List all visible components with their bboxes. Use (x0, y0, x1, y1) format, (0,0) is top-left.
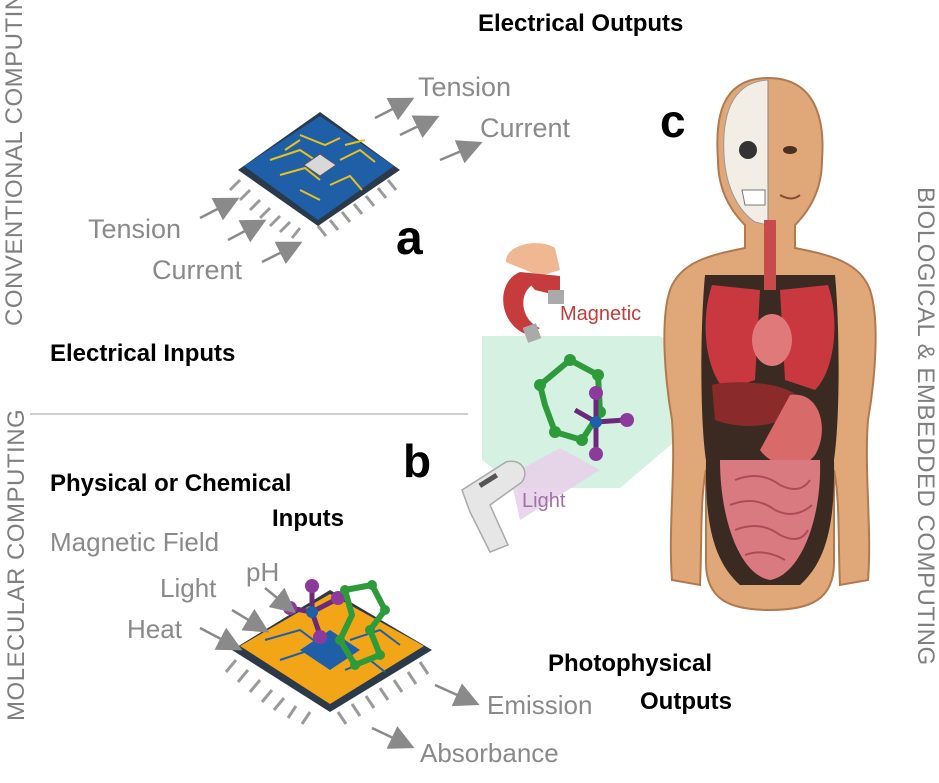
absorbance-output-label: Absorbance (420, 738, 559, 768)
emission-output-label: Emission (487, 690, 593, 720)
physical-chemical-inputs-title-line1: Physical or Chemical (50, 470, 292, 497)
panel-a-arrows (199, 97, 483, 265)
conventional-computing-label: CONVENTIONAL COMPUTING (1, 0, 28, 326)
light-input-label: Light (160, 573, 217, 603)
ph-input-label: pH (246, 557, 280, 587)
output-tension-label: Tension (418, 72, 512, 102)
panel-b-letter: b (403, 435, 432, 487)
magnetic-field-input-label: Magnetic Field (50, 527, 220, 557)
light-label: Light (522, 490, 566, 512)
magnet-hand-icon (503, 243, 564, 343)
physical-chemical-inputs-title-line2: Inputs (272, 505, 344, 532)
human-body-icon (663, 76, 877, 612)
output-current-label: Current (480, 113, 571, 143)
conventional-chip-icon (228, 112, 400, 239)
biological-computing-label: BIOLOGICAL & EMBEDDED COMPUTING (912, 187, 939, 666)
molecular-computing-label: MOLECULAR COMPUTING (3, 408, 30, 721)
magnetic-label: Magnetic (560, 303, 642, 325)
input-current-label: Current (152, 255, 243, 285)
photophysical-outputs-title-line1: Photophysical (548, 650, 713, 677)
highlight-molecule-icon (534, 354, 634, 461)
heat-input-label: Heat (127, 614, 182, 644)
electrical-inputs-title: Electrical Inputs (50, 340, 236, 367)
photophysical-outputs-title-line2: Outputs (640, 688, 732, 715)
molecular-chip-icon (224, 590, 432, 725)
input-tension-label: Tension (88, 214, 182, 244)
electrical-outputs-title: Electrical Outputs (478, 10, 684, 37)
panel-a-letter: a (396, 212, 423, 265)
light-device-icon (461, 448, 600, 553)
panel-b-arrows (199, 587, 480, 749)
panel-c-letter: c (660, 95, 686, 147)
